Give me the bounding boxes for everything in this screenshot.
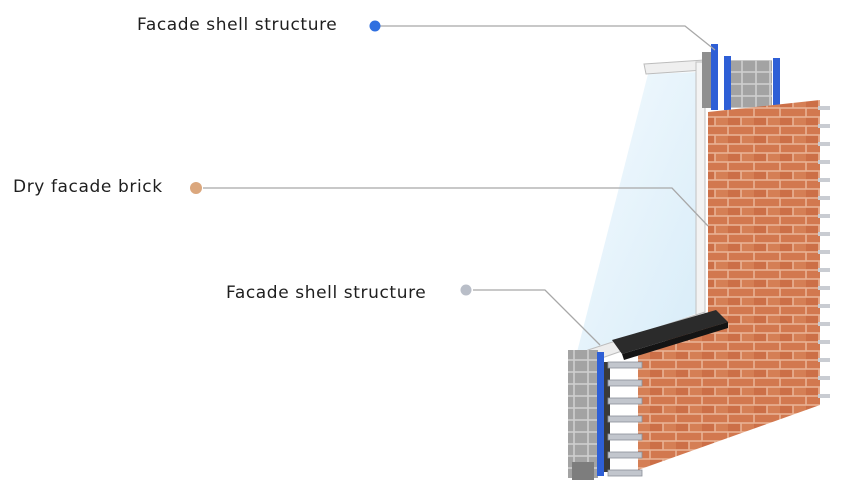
right-edge-clips (818, 106, 830, 398)
lower-rail-dark (604, 362, 610, 472)
upper-rail-1 (711, 44, 718, 110)
callout-label-facade-shell-bottom: Facade shell structure (226, 283, 427, 303)
callout-dot-bot (460, 284, 472, 296)
window-sill (612, 310, 728, 354)
leader-lines (203, 25, 716, 346)
window-frame-top (643, 59, 705, 75)
upper-rail-3 (773, 58, 780, 108)
upper-rail-2 (724, 56, 731, 110)
callout-dot-top (369, 20, 381, 32)
upper-rail-cap (702, 52, 711, 108)
window-sill-edge (622, 322, 728, 360)
lower-base-block (572, 462, 594, 480)
upper-block-core (730, 60, 772, 108)
lower-edge-clips (607, 361, 643, 477)
callout-label-dry-facade-brick: Dry facade brick (13, 177, 163, 197)
callout-label-facade-shell-top: Facade shell structure (137, 15, 338, 35)
leader-line-mid (203, 187, 709, 227)
leader-line-top (380, 25, 716, 51)
brick-wall-front (638, 100, 820, 470)
lower-rail (597, 352, 604, 476)
leader-line-bot (473, 289, 601, 346)
lower-block-core (568, 350, 598, 478)
window-glass (575, 72, 700, 360)
callout-dot-mid (190, 182, 202, 194)
